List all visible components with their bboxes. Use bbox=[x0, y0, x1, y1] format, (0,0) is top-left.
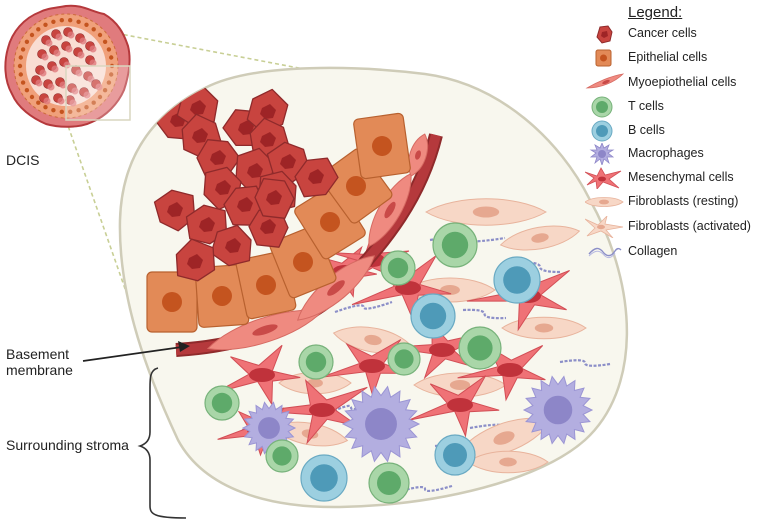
t-cell bbox=[265, 439, 299, 473]
cancer-cell bbox=[294, 157, 339, 198]
epithelial-cell bbox=[146, 271, 198, 333]
mesenchymal-cell bbox=[215, 344, 301, 406]
surrounding-stroma-label: Surrounding stroma bbox=[6, 437, 129, 453]
legend-item-collagen: Collagen bbox=[585, 241, 760, 263]
macrophage bbox=[341, 385, 421, 463]
collagen-strand bbox=[329, 401, 373, 414]
cancer-cell bbox=[210, 224, 252, 267]
epithelial-cell bbox=[194, 264, 250, 328]
legend-item-macrophages: Macrophages bbox=[585, 143, 760, 165]
b-cell-icon bbox=[591, 120, 613, 142]
collagen-strand bbox=[334, 300, 393, 314]
b-cell bbox=[493, 256, 541, 304]
legend-item-myoepithelial-cells: Myoepiothelial cells bbox=[585, 72, 760, 94]
fibroblast bbox=[425, 198, 547, 226]
legend-item-t-cells: T cells bbox=[585, 96, 760, 118]
b-cell bbox=[410, 293, 456, 339]
t-cell-icon bbox=[591, 96, 613, 118]
legend-item-epithelial-cells: Epithelial cells bbox=[585, 47, 760, 69]
legend-label: Macrophages bbox=[628, 146, 704, 160]
mesenchymal-cell bbox=[457, 345, 546, 402]
dcis-duct-thumbnail bbox=[4, 4, 131, 128]
cancer-cell-icon bbox=[596, 25, 613, 44]
cancer-cell bbox=[246, 88, 289, 135]
legend-label: Myoepiothelial cells bbox=[628, 75, 737, 89]
legend-item-cancer-cells: Cancer cells bbox=[585, 23, 760, 45]
t-cell bbox=[380, 250, 416, 286]
t-cell bbox=[432, 222, 478, 268]
fibroblast bbox=[499, 225, 581, 251]
fibroblast bbox=[467, 450, 549, 474]
legend-label: Fibroblasts (resting) bbox=[628, 194, 739, 208]
stroma-brace bbox=[137, 367, 187, 519]
mesenchymal-cell-icon bbox=[585, 167, 622, 189]
epithelial-cell bbox=[353, 112, 411, 180]
t-cell bbox=[458, 326, 502, 370]
epithelial-cell-icon bbox=[595, 49, 612, 67]
t-cell bbox=[368, 462, 410, 504]
fibroblast-activated-icon bbox=[585, 216, 624, 238]
dcis-label: DCIS bbox=[6, 152, 40, 168]
fibroblast-resting-icon bbox=[585, 197, 624, 207]
cancer-cell bbox=[175, 238, 216, 282]
t-cell bbox=[387, 342, 421, 376]
legend-label: Epithelial cells bbox=[628, 50, 708, 64]
basement-membrane-arrow bbox=[82, 341, 190, 362]
collagen-strand bbox=[397, 484, 453, 494]
legend-item-fibroblasts-resting: Fibroblasts (resting) bbox=[585, 191, 760, 213]
basement-membrane-label-line2: membrane bbox=[6, 362, 73, 378]
basement-membrane-label-line1: Basement bbox=[6, 346, 70, 362]
legend-item-mesenchymal-cells: Mesenchymal cells bbox=[585, 167, 760, 189]
macrophage-icon bbox=[589, 143, 615, 165]
macrophage bbox=[522, 375, 594, 445]
legend-label: Collagen bbox=[628, 244, 678, 258]
legend-label: Mesenchymal cells bbox=[628, 170, 734, 184]
legend-label: Cancer cells bbox=[628, 26, 697, 40]
b-cell bbox=[300, 454, 348, 502]
t-cell bbox=[204, 385, 240, 421]
legend-item-fibroblasts-activated: Fibroblasts (activated) bbox=[585, 216, 760, 238]
legend-label: B cells bbox=[628, 123, 665, 137]
legend-title: Legend: bbox=[628, 4, 683, 21]
duct-cells bbox=[146, 84, 443, 357]
cancer-cell bbox=[254, 177, 295, 219]
myoepithelial-cell-icon bbox=[585, 73, 625, 89]
b-cell bbox=[434, 434, 476, 476]
legend-item-b-cells: B cells bbox=[585, 120, 760, 142]
collagen-icon bbox=[588, 247, 622, 259]
collagen-strand bbox=[462, 308, 507, 320]
cancer-cell bbox=[196, 139, 241, 179]
mesenchymal-cell bbox=[408, 375, 500, 438]
mesenchymal-cell bbox=[260, 378, 368, 445]
legend-label: T cells bbox=[628, 99, 664, 113]
legend-label: Fibroblasts (activated) bbox=[628, 219, 751, 233]
myoepithelial-cell bbox=[296, 255, 376, 321]
t-cell bbox=[298, 344, 334, 380]
